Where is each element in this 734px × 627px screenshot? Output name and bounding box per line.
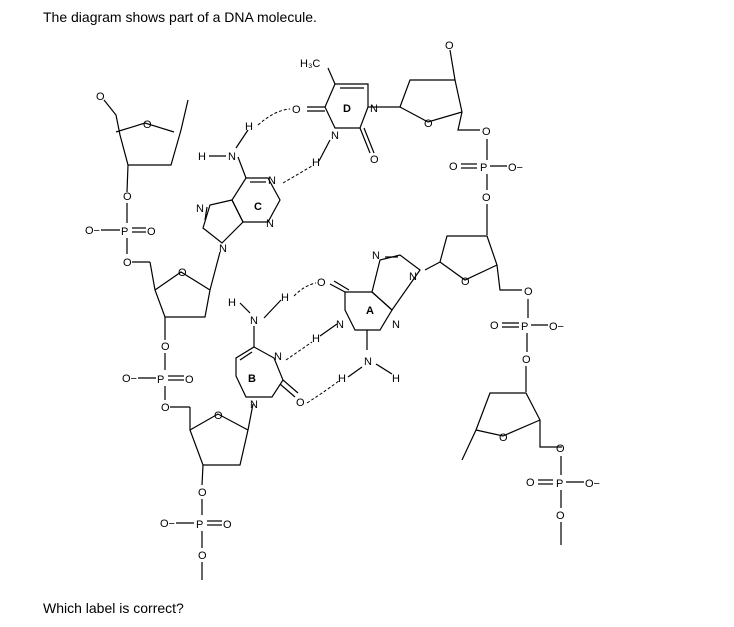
svg-text:P: P [196, 519, 203, 531]
label-c: C [254, 201, 262, 213]
phosphate-left-2: O O− P O O [122, 341, 194, 414]
svg-text:N: N [250, 399, 258, 411]
svg-text:H: H [392, 373, 400, 385]
sugar-left-3 [189, 403, 254, 486]
svg-text:O−: O− [585, 478, 600, 490]
svg-text:N: N [219, 243, 227, 255]
phosphate-right-2: O O P O− O [490, 286, 564, 392]
svg-text:O−: O− [122, 373, 137, 385]
prompt-text: Which label is correct? [43, 600, 184, 616]
svg-text:H: H [245, 121, 253, 133]
svg-text:N: N [196, 203, 204, 215]
label-b: B [248, 373, 256, 385]
svg-text:O: O [482, 126, 491, 138]
svg-text:O: O [161, 402, 170, 414]
svg-text:P: P [121, 226, 128, 238]
svg-text:N: N [409, 271, 417, 283]
svg-text:O: O [123, 257, 132, 269]
phosphate-left-3: O O− P O O [160, 487, 232, 580]
svg-text:O: O [161, 341, 170, 353]
svg-text:H: H [198, 151, 206, 163]
o-atom: O [445, 40, 454, 52]
svg-text:N: N [372, 250, 380, 262]
svg-text:N: N [266, 218, 274, 230]
svg-text:O: O [317, 277, 326, 289]
hydrogen-bonds: H H H H [257, 108, 363, 404]
sugar-right-3 [461, 392, 562, 461]
question-text: The diagram shows part of a DNA molecule… [43, 9, 317, 25]
svg-text:O: O [198, 487, 207, 499]
sugar-right-2 [424, 235, 522, 291]
svg-text:H: H [338, 373, 346, 385]
label-d: D [343, 103, 351, 115]
svg-text:N: N [392, 319, 400, 331]
phosphate-right-1: O O P O− O [449, 126, 523, 235]
o-atom: O [214, 410, 223, 422]
svg-text:H: H [281, 292, 289, 304]
svg-text:O: O [522, 354, 531, 366]
svg-text:N: N [250, 315, 258, 327]
svg-text:N: N [370, 103, 378, 115]
svg-text:O: O [490, 320, 499, 332]
svg-text:O: O [370, 154, 379, 166]
svg-text:O: O [292, 104, 301, 116]
sugar-right-1 [380, 49, 480, 131]
svg-text:N: N [364, 356, 372, 368]
svg-text:P: P [480, 162, 487, 174]
o-atom: O [143, 119, 152, 131]
base-b: N H N N O B [228, 297, 305, 411]
svg-text:H: H [312, 333, 320, 345]
svg-text:N: N [268, 175, 276, 187]
svg-text:O: O [556, 443, 565, 455]
svg-text:P: P [521, 321, 528, 333]
svg-text:N: N [336, 319, 344, 331]
svg-text:N: N [331, 130, 339, 142]
svg-text:O: O [449, 161, 458, 173]
svg-text:O: O [198, 550, 207, 562]
svg-text:H: H [228, 297, 236, 309]
phosphate-left-1: O O− P O O [85, 191, 156, 269]
svg-text:O: O [123, 191, 132, 203]
base-a: N N O N N N H A [317, 250, 421, 385]
svg-text:O−: O− [549, 321, 564, 333]
svg-text:O: O [556, 510, 565, 522]
svg-text:O: O [524, 286, 533, 298]
svg-text:O−: O− [508, 162, 523, 174]
o-atom: O [461, 276, 470, 288]
svg-text:O−: O− [160, 518, 175, 530]
o-atom: O [499, 432, 508, 444]
o-atom: O [96, 91, 105, 103]
o-atom: O [178, 267, 187, 279]
svg-text:N: N [228, 151, 236, 163]
svg-text:N: N [274, 351, 282, 363]
svg-text:O−: O− [85, 225, 100, 237]
svg-text:O: O [482, 192, 491, 204]
svg-text:O: O [147, 226, 156, 238]
base-c: N N N N N H H C [196, 121, 281, 255]
svg-text:O: O [223, 519, 232, 531]
svg-text:P: P [556, 478, 563, 490]
base-d: H₃C O N N O D [292, 58, 380, 166]
sugar-left-2 [149, 251, 221, 340]
svg-text:O: O [296, 397, 305, 409]
label-a: A [366, 305, 374, 317]
svg-text:P: P [157, 374, 164, 386]
svg-text:O: O [526, 477, 535, 489]
svg-text:H₃C: H₃C [300, 58, 320, 70]
sugar-left-1 [103, 99, 189, 193]
svg-text:O: O [185, 374, 194, 386]
phosphate-right-3: O O P O− O [526, 443, 600, 545]
svg-text:H: H [312, 157, 320, 169]
o-atom: O [424, 118, 433, 130]
